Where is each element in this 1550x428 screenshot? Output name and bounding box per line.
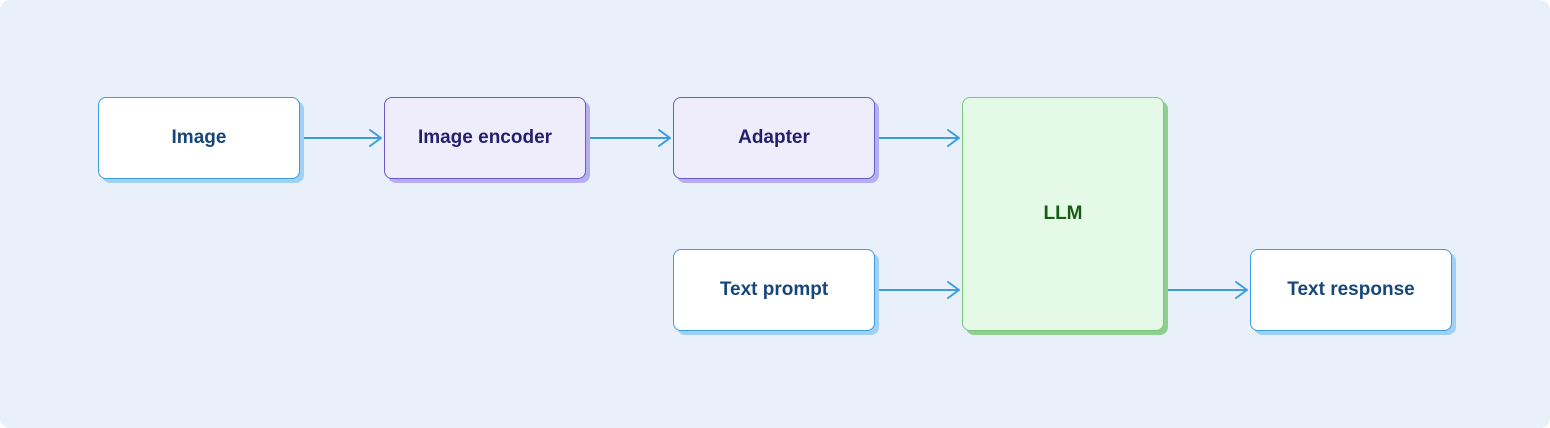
edge-image-encoder-to-adapter bbox=[588, 129, 671, 147]
edge-llm-to-text-response bbox=[1166, 281, 1248, 299]
image-encoder-node: Image encoder bbox=[384, 97, 586, 179]
image-node-label: Image bbox=[171, 127, 227, 148]
adapter-node: Adapter bbox=[673, 97, 875, 179]
image-encoder-node-label: Image encoder bbox=[417, 127, 553, 148]
edge-image-to-image-encoder bbox=[302, 129, 382, 147]
text-prompt-node: Text prompt bbox=[673, 249, 875, 331]
image-node: Image bbox=[98, 97, 300, 179]
llm-node: LLM bbox=[962, 97, 1164, 331]
text-prompt-node-label: Text prompt bbox=[719, 279, 829, 300]
text-response-node-label: Text response bbox=[1287, 279, 1415, 300]
llm-node-label: LLM bbox=[1043, 203, 1083, 224]
adapter-node-label: Adapter bbox=[738, 127, 810, 148]
text-response-node: Text response bbox=[1250, 249, 1452, 331]
edge-text-prompt-to-llm bbox=[877, 281, 960, 299]
edge-adapter-to-llm bbox=[877, 129, 960, 147]
